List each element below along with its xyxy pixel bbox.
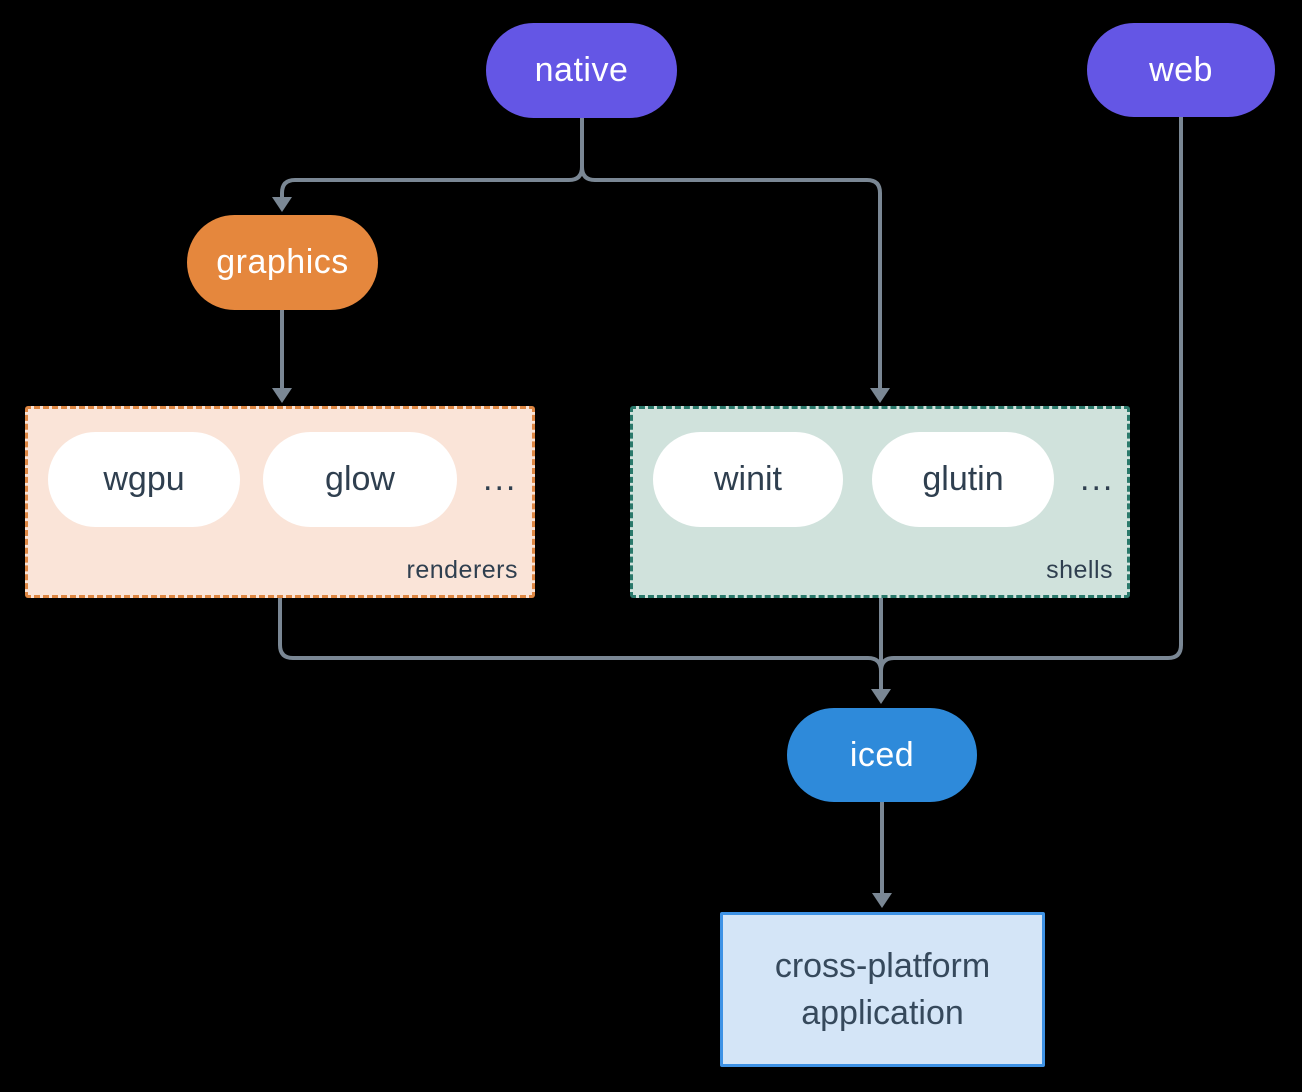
node-glow: glow: [263, 432, 457, 527]
node-native: native: [486, 23, 677, 118]
node-wgpu-label: wgpu: [103, 460, 185, 498]
edge-native-graphics: [280, 116, 584, 199]
group-shells-label: shells: [1046, 556, 1113, 584]
arrowhead-application: [872, 893, 892, 908]
arrowhead-renderers: [272, 388, 292, 403]
node-winit-label: winit: [713, 460, 783, 498]
group-shells-row: winit glutin ...: [653, 432, 1114, 527]
edge-native-shells: [580, 116, 882, 390]
node-application-label-line1: cross-platform: [774, 946, 991, 985]
group-renderers: wgpu glow ... renderers: [25, 406, 535, 598]
node-web: web: [1087, 23, 1275, 117]
node-graphics-label: graphics: [216, 243, 349, 281]
group-renderers-label: renderers: [406, 556, 518, 584]
group-renderers-row: wgpu glow ...: [48, 432, 517, 527]
node-iced-label: iced: [849, 735, 915, 774]
renderers-ellipsis: ...: [483, 460, 518, 498]
shells-ellipsis: ...: [1080, 460, 1115, 498]
arrowhead-iced: [871, 689, 891, 704]
node-iced: iced: [787, 708, 977, 802]
node-application: cross-platform application: [720, 912, 1045, 1067]
node-glutin: glutin: [872, 432, 1054, 527]
node-native-label: native: [534, 51, 629, 89]
group-shells: winit glutin ... shells: [630, 406, 1130, 598]
node-wgpu: wgpu: [48, 432, 240, 527]
node-glutin-label: glutin: [922, 460, 1004, 498]
node-application-label-line2: application: [801, 993, 964, 1032]
arrowhead-graphics: [272, 197, 292, 212]
edge-renderers-iced: [278, 596, 883, 673]
node-graphics: graphics: [187, 215, 378, 310]
arrowhead-shells: [870, 388, 890, 403]
node-glow-label: glow: [325, 460, 395, 498]
node-web-label: web: [1149, 50, 1213, 89]
node-winit: winit: [653, 432, 843, 527]
